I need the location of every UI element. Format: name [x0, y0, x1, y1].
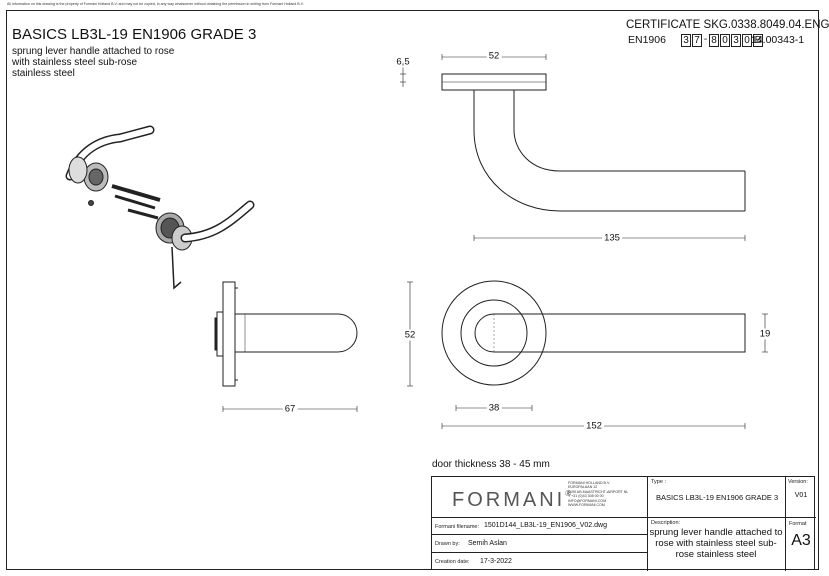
description-cell: Description: sprung lever handle attache…: [649, 520, 783, 560]
dim-lever-thickness: 19: [757, 328, 773, 340]
code-char: 0: [720, 34, 730, 47]
dim-rose-offset: 38: [486, 402, 502, 414]
description-line-3: stainless steel: [12, 68, 75, 79]
description-line-2: with stainless steel sub-rose: [12, 57, 138, 68]
version-cell: Version: V01: [786, 477, 816, 517]
dimension-lines: [222, 54, 768, 429]
format-cell: Format A3: [786, 518, 816, 571]
code-char: B: [753, 34, 763, 47]
format-value: A3: [791, 532, 811, 549]
dim-total-length: 152: [584, 420, 604, 432]
creation-date-cell: Creation date: 17-3-2022: [435, 558, 512, 565]
door-thickness-note: door thickness 38 - 45 mm: [432, 459, 550, 470]
creation-date-value: 17-3-2022: [480, 558, 512, 565]
copyright-notice: All information on this drawing is the p…: [7, 2, 304, 6]
drawn-by-value: Semih Aslan: [468, 540, 507, 547]
code-char: 7: [692, 34, 702, 47]
code-char: 3: [731, 34, 741, 47]
filename-cell: Formani filename: 1501D144_LB3L-19_EN190…: [435, 522, 607, 530]
dim-lever-length: 135: [602, 232, 622, 244]
code-char: 8: [709, 34, 719, 47]
code-char: 0: [742, 34, 752, 47]
code-char: 3: [681, 34, 691, 47]
drawing-sheet: [6, 10, 819, 570]
company-address: FORMANI HOLLAND B.V. EUROPALAAN 12 6199 …: [568, 481, 629, 508]
filename-value: 1501D144_LB3L-19_EN1906_V02.dwg: [484, 522, 607, 529]
side-view: [214, 281, 358, 387]
certificate-suffix: 14.00343-1: [751, 34, 805, 46]
type-value: BASICS LB3L-19 EN1906 GRADE 3: [656, 493, 779, 502]
en-standard-label: EN1906: [628, 34, 666, 46]
drawing-title: BASICS LB3L-19 EN1906 GRADE 3: [12, 26, 257, 43]
certificate-number: CERTIFICATE SKG.0338.8049.04.ENG: [626, 19, 829, 31]
title-block: FORMANI® FORMANI HOLLAND B.V. EUROPALAAN…: [431, 476, 816, 571]
exploded-view-illustration: [65, 125, 255, 290]
dim-rose-diameter-top: 52: [486, 50, 502, 62]
front-view: [441, 280, 746, 386]
drawn-by-cell: Drawn by: Semih Aslan: [435, 540, 507, 547]
dim-side-height: 52: [402, 329, 418, 341]
description-line-1: sprung lever handle attached to rose: [12, 46, 175, 57]
top-view: [441, 73, 746, 212]
version-value: V01: [794, 492, 808, 499]
formani-logo: FORMANI®: [452, 489, 575, 511]
dim-rose-thickness: 6,5: [394, 56, 412, 68]
code-char: -: [703, 34, 708, 45]
description-value: sprung lever handle attached to rose wit…: [649, 527, 783, 560]
type-cell: Type : BASICS LB3L-19 EN1906 GRADE 3: [651, 479, 779, 502]
en-classification-code: 3 7 - 8 0 3 0 B: [681, 34, 764, 47]
dim-side-depth: 67: [282, 403, 298, 415]
